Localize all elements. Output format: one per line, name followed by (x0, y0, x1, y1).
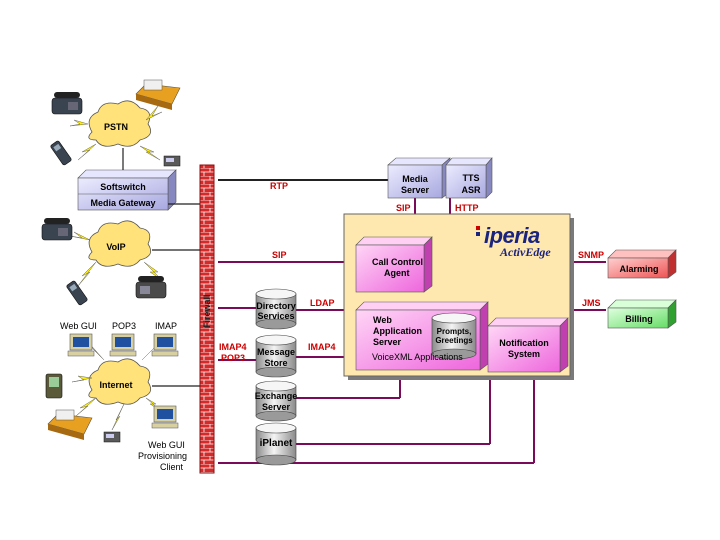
iperia-logo (476, 226, 480, 236)
softswitch-box (77, 169, 177, 211)
directory-cylinder (255, 288, 297, 330)
pop3-client-label: POP3 (112, 321, 137, 331)
brand-sub-label: ActivEdge (500, 245, 551, 259)
firewall (199, 164, 215, 474)
web-app-label-1: Web (373, 315, 392, 325)
imap4-right-label: IMAP4 (308, 342, 336, 352)
directory-label-2: Services (257, 311, 295, 321)
mobile-phone-icon (50, 140, 72, 166)
exchange-label-1: Exchange (254, 391, 298, 401)
message-store-cylinder (255, 334, 297, 378)
call-control-label-2: Agent (384, 268, 410, 278)
media-server-label-1: Media (402, 174, 428, 184)
call-control-box (355, 236, 433, 293)
internet-label: Internet (99, 380, 133, 390)
notification-box (487, 317, 569, 373)
tts-label: TTS (462, 173, 480, 183)
http-label: HTTP (455, 203, 479, 213)
alarming-label: Alarming (619, 264, 659, 274)
pstn-label: PSTN (103, 122, 128, 132)
internet-cloud (88, 358, 152, 405)
ldap-label: LDAP (310, 298, 335, 308)
call-control-label-1: Call Control (372, 257, 423, 267)
voip-label: VoIP (106, 242, 126, 252)
exchange-label-2: Server (261, 402, 291, 412)
pstn-cloud (88, 100, 152, 147)
client-links (122, 148, 200, 387)
alarming-box (607, 249, 677, 279)
mobile-phone-icon (66, 280, 88, 306)
rtp-label: RTP (270, 181, 288, 191)
web-app-label-2: Application (373, 326, 422, 336)
provisioning-label-1: Web GUI (148, 440, 185, 450)
sip-label: SIP (272, 250, 287, 260)
computer-icon (109, 333, 137, 357)
phone-icon (51, 92, 83, 115)
pda-icon (45, 373, 63, 399)
computer-icon (151, 333, 179, 357)
brand-label: iperia (484, 223, 540, 248)
directory-label-1: Directory (256, 301, 296, 311)
billing-label: Billing (625, 314, 653, 324)
fax-machine-icon (47, 409, 93, 440)
firewall-label: Firewall (202, 294, 212, 328)
voicexml-label: VoiceXML Applications (372, 352, 463, 362)
imap-client-label: IMAP (155, 321, 178, 331)
web-gui-label: Web GUI (60, 321, 97, 331)
softswitch-label: Softswitch (100, 182, 146, 192)
provisioning-label-2: Provisioning (138, 451, 188, 461)
pager-icon (103, 431, 121, 443)
voip-cloud (88, 220, 152, 267)
sip-media-label: SIP (396, 203, 411, 213)
computer-icon (67, 333, 95, 357)
fax-machine-icon (135, 79, 181, 110)
exchange-cylinder (255, 380, 297, 422)
message-store-label-2: Store (264, 358, 288, 368)
message-store-label-1: Message (256, 347, 296, 357)
iplanet-label: iPlanet (259, 438, 293, 449)
phone-icon (41, 218, 73, 241)
prompts-label-2: Greetings (435, 336, 473, 345)
web-app-label-3: Server (373, 337, 402, 347)
snmp-label: SNMP (578, 250, 605, 260)
phone-icon (135, 276, 167, 299)
pop3-protocol-label: POP3 (221, 353, 246, 363)
tts-asr-box (445, 157, 493, 199)
pager-icon (163, 155, 181, 167)
provisioning-label-3: Client (160, 462, 184, 472)
media-server-label-2: Server (400, 185, 430, 195)
billing-box (607, 299, 677, 329)
iplanet-cylinder (255, 422, 297, 466)
computer-icon (151, 405, 179, 429)
media-gateway-label: Media Gateway (90, 198, 156, 208)
prompts-label-1: Prompts, (436, 327, 472, 336)
prompts-cylinder (431, 312, 477, 360)
notification-label-2: System (507, 349, 541, 359)
imap4-left-label: IMAP4 (219, 342, 247, 352)
jms-label: JMS (582, 298, 601, 308)
notification-label-1: Notification (499, 338, 549, 348)
asr-label: ASR (461, 185, 481, 195)
